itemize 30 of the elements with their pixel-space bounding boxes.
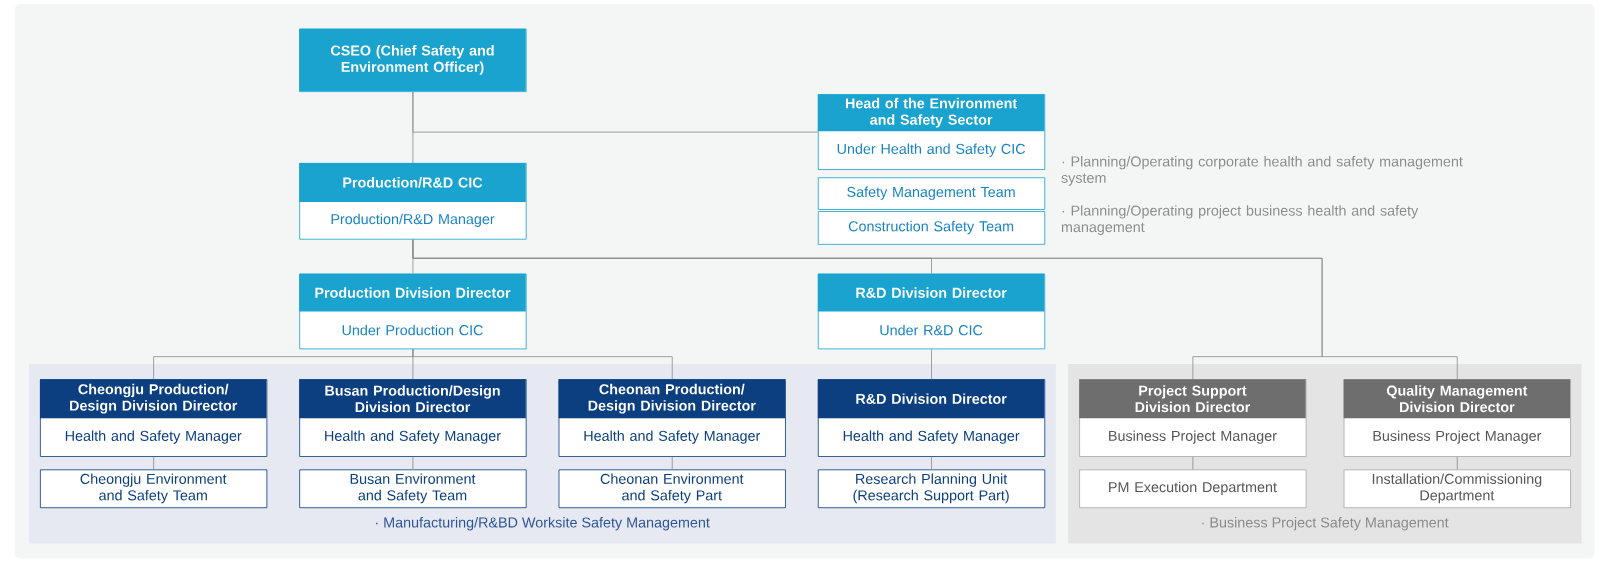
org-chart-box: CSEO (Chief Safety and Environment Officer) (299, 28, 527, 93)
org-chart-box: PM Execution Department (1079, 469, 1307, 509)
connector-line (412, 91, 819, 133)
note-text: · Planning/Operating project business health and safety management (1061, 205, 1419, 236)
note-text: · Planning/Operating corporate health and safety management system (1061, 156, 1463, 186)
org-chart-box: Head of the Environment and Safety Sector Under Health and Safety CIC (817, 94, 1046, 171)
org-chart-box: Busan Environment and Safety Team (299, 469, 527, 509)
org-chart-box: Busan Production/Design Division Director Health and Safety Manager (299, 379, 527, 458)
org-chart-box: Cheonan Production/ Design Division Director Health and Safety Manager (558, 379, 786, 458)
org-chart-box: Cheongju Production/ Design Division Director Health and Safety Manager (39, 379, 268, 458)
org-chart-box: Project Support Division Director Business Project Manager (1079, 379, 1307, 458)
connector-line (1192, 456, 1194, 470)
org-chart-box: Cheongju Environment and Safety Team (39, 469, 268, 509)
org-chart-box: R&D Division Director Under R&D CIC (817, 273, 1046, 350)
connector-line (1456, 456, 1458, 470)
org-chart-box: Installation/Commissioning Department (1343, 469, 1571, 509)
connector-line (931, 456, 932, 470)
org-chart-box: Quality Management Division Director Business Project Manager (1343, 379, 1571, 458)
connector-line (931, 349, 932, 380)
org-chart-box: R&D Division Director Health and Safety Manager (817, 379, 1046, 458)
org-chart-box: Production Division Director Under Production CIC (299, 273, 527, 350)
connector-line (412, 456, 414, 470)
org-chart-box: Cheonan Environment and Safety Part (558, 469, 786, 509)
org-chart-box: Safety Management Team (817, 177, 1046, 211)
org-chart-box: Production/R&D CIC Production/R&D Manager (299, 163, 527, 240)
org-chart-box: Research Planning Unit (Research Support Part) (817, 469, 1046, 509)
connector-line (671, 456, 673, 470)
connector-line (153, 456, 155, 470)
org-chart-box: Construction Safety Team (817, 211, 1046, 245)
connector-line (412, 349, 673, 380)
